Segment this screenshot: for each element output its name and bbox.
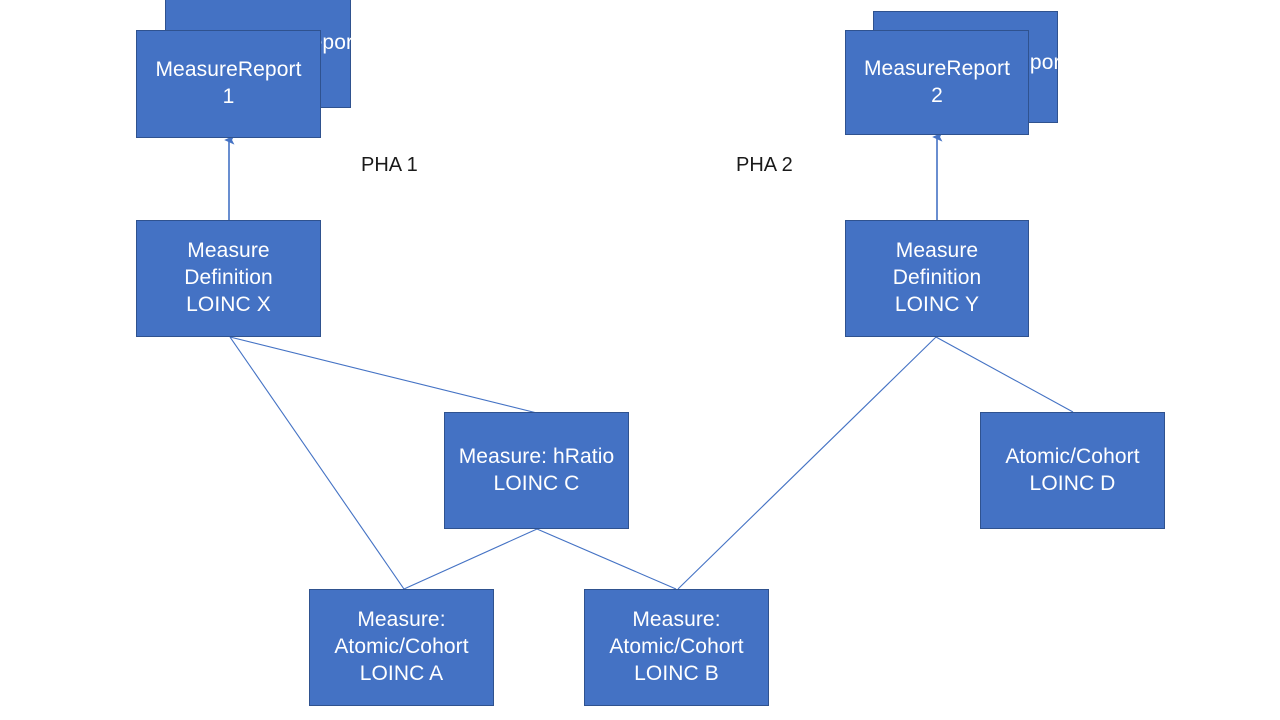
node-measure-atomic-cohort-loinc-a[interactable]: Measure: Atomic/Cohort LOINC A bbox=[309, 589, 494, 706]
node-label: MeasureReport 2 bbox=[863, 56, 1011, 107]
node-measure-report-1[interactable]: MeasureReport 1 bbox=[136, 30, 321, 138]
node-label: Measure: Atomic/Cohort LOINC A bbox=[334, 608, 469, 685]
node-measure-report-2[interactable]: MeasureReport 2 bbox=[845, 30, 1029, 135]
node-label: Measure: Atomic/Cohort LOINC B bbox=[609, 608, 744, 685]
node-measure-hratio-loinc-c[interactable]: Measure: hRatio LOINC C bbox=[444, 412, 629, 529]
node-measure-atomic-cohort-loinc-b[interactable]: Measure: Atomic/Cohort LOINC B bbox=[584, 589, 769, 706]
connector-edge-hratio-to-loinc-b bbox=[536, 528, 677, 590]
node-label: Measure Definition LOINC X bbox=[184, 239, 273, 316]
connector-edge-mdx-to-hratio bbox=[229, 336, 542, 415]
label-pha-1: PHA 1 bbox=[361, 154, 418, 176]
node-measure-definition-loinc-y[interactable]: Measure Definition LOINC Y bbox=[845, 220, 1029, 337]
connector-edge-mdy-to-loinc-b bbox=[677, 336, 937, 590]
node-label: Measure: hRatio LOINC C bbox=[458, 444, 615, 495]
node-label: Measure Definition LOINC Y bbox=[892, 239, 982, 316]
connector-edge-mdx-to-loinc-a bbox=[229, 336, 405, 590]
connector-edge-mdy-to-loinc-d bbox=[935, 336, 1074, 413]
node-measure-definition-loinc-x[interactable]: Measure Definition LOINC X bbox=[136, 220, 321, 337]
node-label: MeasureReport 1 bbox=[155, 58, 302, 108]
label-pha-2: PHA 2 bbox=[736, 154, 793, 176]
node-atomic-cohort-loinc-d[interactable]: Atomic/Cohort LOINC D bbox=[980, 412, 1165, 529]
node-label: Atomic/Cohort LOINC D bbox=[1005, 444, 1140, 495]
connector-edge-hratio-to-loinc-a bbox=[403, 528, 538, 590]
